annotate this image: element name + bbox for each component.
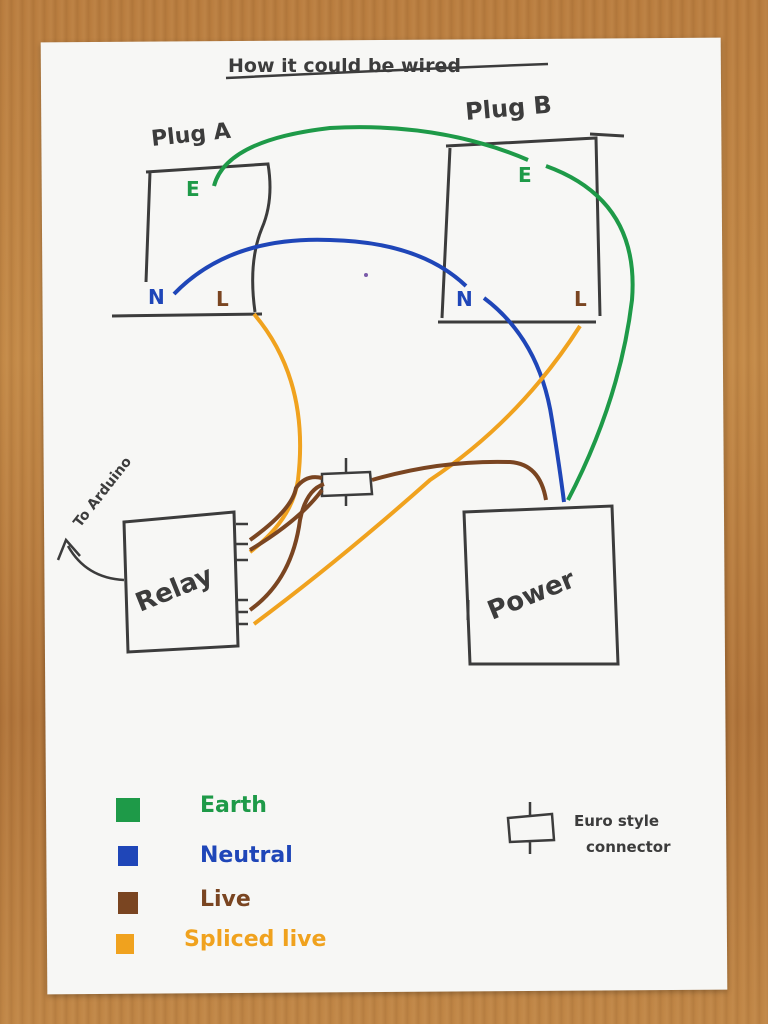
relay-pins [236, 522, 248, 626]
relay-arduino-note: To Arduino [71, 454, 136, 531]
spliced-live-wire-plug-b-to-relay [252, 324, 582, 626]
plug-b-box [438, 132, 625, 324]
legend: Earth Neutral Live Spliced live Euro sty… [116, 793, 671, 954]
plug-b-earth-terminal: E [518, 163, 532, 187]
live-wire-relay-to-connector-2 [248, 488, 324, 552]
euro-connector [320, 458, 374, 506]
ink-dot [364, 273, 368, 277]
relay-label: Relay [131, 561, 217, 619]
plug-b-neutral-terminal: N [456, 287, 473, 311]
live-wire-relay-to-connector-3 [248, 482, 325, 612]
plug-b-label: Plug B [464, 91, 553, 126]
plug-a-box [111, 162, 272, 318]
live-wire-connector-to-power [371, 459, 548, 501]
legend-swatch-earth [116, 798, 140, 822]
legend-connector-label-line1: Euro style [574, 812, 659, 830]
plug-a-label: Plug A [150, 119, 232, 152]
plug-a-earth-terminal: E [186, 177, 200, 201]
plug-a-live-terminal: L [216, 287, 229, 311]
live-wire-relay-to-connector-1 [248, 475, 323, 542]
legend-label-earth: Earth [200, 793, 267, 818]
neutral-wire-plug-b-to-power [482, 296, 566, 503]
title-underline [225, 62, 549, 80]
legend-connector-label-line2: connector [586, 838, 671, 856]
legend-swatch-live [118, 892, 138, 914]
arduino-arrow [56, 537, 125, 582]
plug-a-neutral-terminal: N [148, 285, 165, 309]
earth-wire-plug-a-to-plug-b [212, 125, 529, 187]
legend-label-live: Live [200, 887, 251, 912]
spliced-live-wire-plug-a-to-relay [248, 312, 303, 554]
neutral-wire-plug-a-to-plug-b [172, 237, 468, 296]
relay-box [122, 510, 240, 654]
legend-label-spliced-live: Spliced live [184, 927, 326, 952]
earth-wire-plug-b-to-power [545, 164, 635, 501]
power-label: Power [483, 564, 579, 626]
legend-connector-icon [506, 802, 556, 854]
plug-b-live-terminal: L [574, 287, 587, 311]
legend-label-neutral: Neutral [200, 843, 293, 868]
diagram-title: How it could be wired [228, 55, 461, 77]
legend-swatch-neutral [118, 846, 138, 866]
legend-swatch-spliced-live [116, 934, 134, 954]
